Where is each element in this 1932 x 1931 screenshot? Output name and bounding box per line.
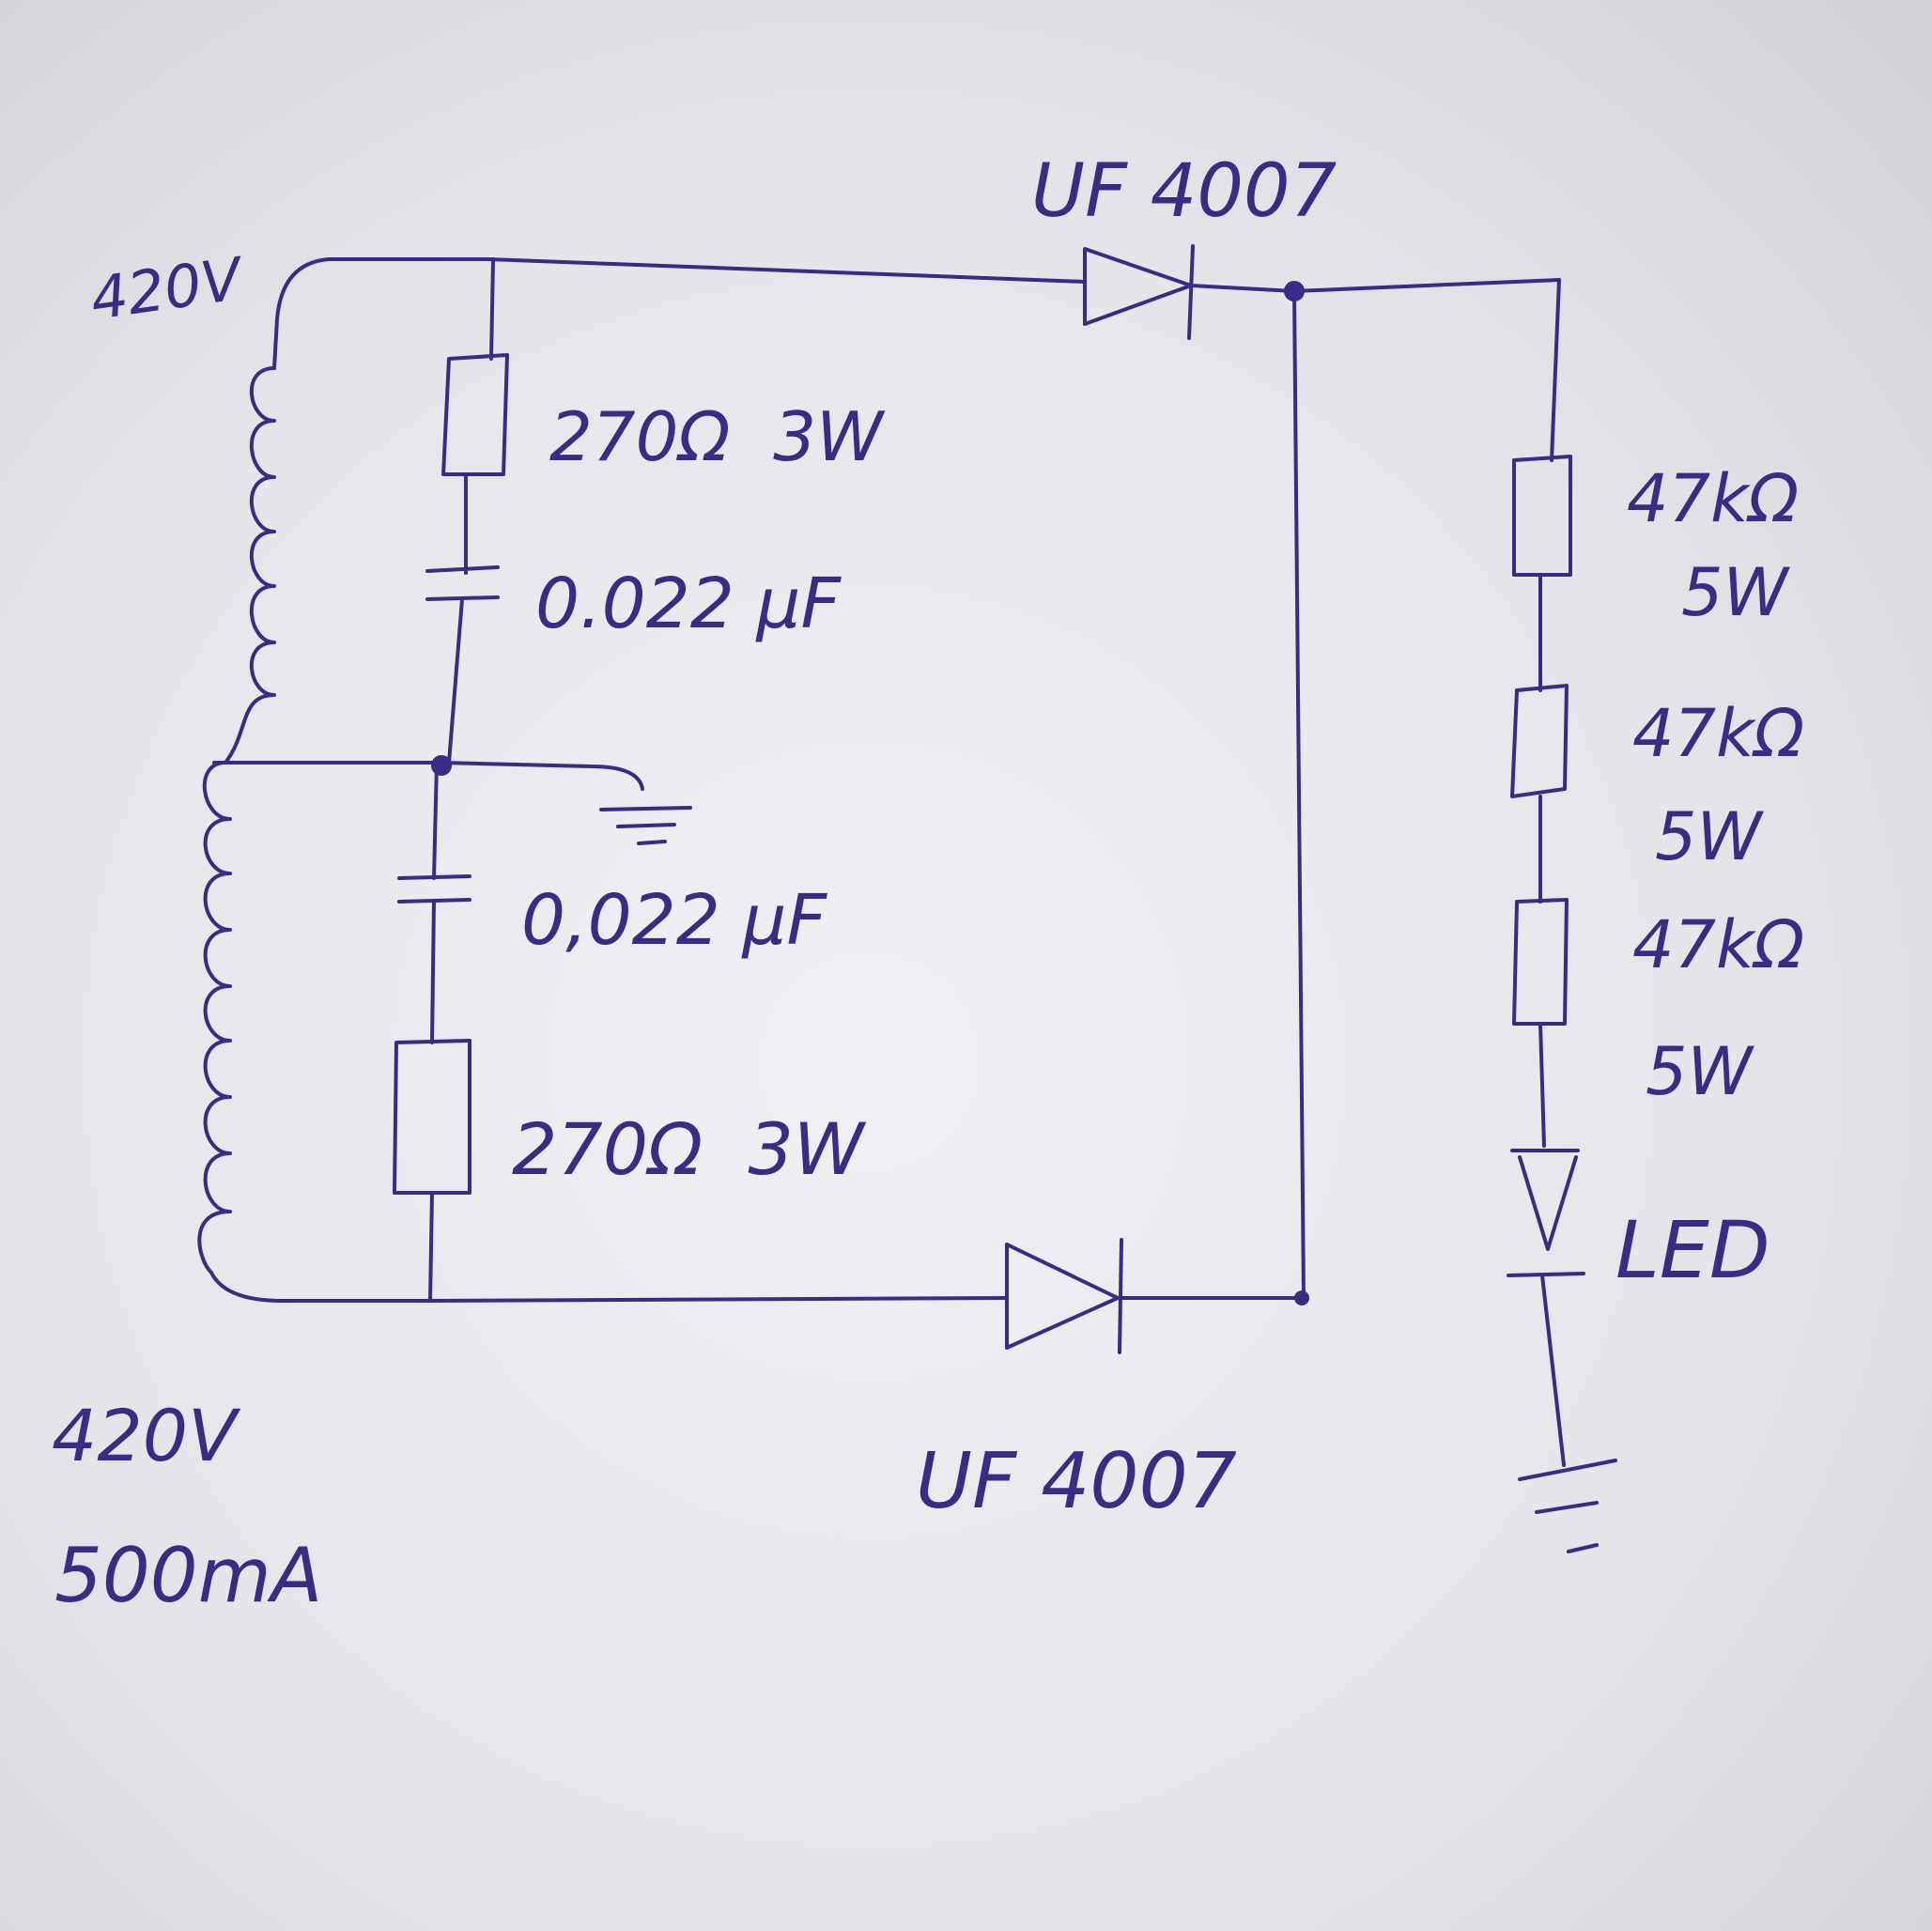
wire-load-top xyxy=(1550,278,1561,462)
label-top-voltage: 420V xyxy=(86,244,250,333)
label-diode-top: UF 4007 xyxy=(1031,149,1337,234)
wire-center-tap xyxy=(212,761,644,791)
ground-symbol-center xyxy=(599,806,692,845)
label-load-r3-value: 47kΩ xyxy=(1632,906,1804,983)
winding-bottom-lead xyxy=(209,1271,429,1303)
label-load-r2-value: 47kΩ xyxy=(1632,695,1804,772)
capacitor-lower xyxy=(397,874,471,904)
load-resistor-1 xyxy=(1512,455,1572,577)
junction-center-tap xyxy=(431,755,452,776)
junction-bottom-return xyxy=(1294,1290,1309,1305)
capacitor-upper xyxy=(425,565,500,601)
label-load-r2-power: 5W xyxy=(1655,798,1765,875)
wire-diode-to-output-node xyxy=(1189,284,1296,293)
load-resistor-2 xyxy=(1510,684,1569,798)
label-bottom-voltage: 420V xyxy=(52,1394,241,1477)
transformer-secondary-winding xyxy=(197,257,490,1303)
label-bottom-current: 500mA xyxy=(54,1532,322,1619)
resistor-lower-270 xyxy=(393,1039,471,1195)
wire-upper-branch-top xyxy=(489,257,495,361)
load-resistor-3 xyxy=(1512,898,1569,1026)
wire-cap-lower-to-resistor xyxy=(430,900,436,1044)
wire-center-to-cap-lower xyxy=(432,761,439,880)
diode-upper xyxy=(1083,244,1195,340)
label-load-r3-power: 5W xyxy=(1646,1033,1755,1110)
label-led: LED xyxy=(1615,1204,1770,1296)
wire-output-to-load-top xyxy=(1292,278,1561,293)
wire-resistor-lower-to-bottom xyxy=(428,1191,434,1303)
wire-bottom-to-diode xyxy=(425,1296,1009,1303)
label-load-r1-value: 47kΩ xyxy=(1627,460,1799,537)
junction-output xyxy=(1284,281,1305,301)
winding-coils-upper xyxy=(224,366,276,765)
winding-top-lead xyxy=(272,257,490,370)
wire-load-r3-led xyxy=(1538,1022,1546,1148)
wire-top-to-diode xyxy=(487,257,1087,284)
diode-lower xyxy=(1005,1238,1123,1354)
winding-coils-lower xyxy=(197,761,232,1274)
wire-led-to-ground xyxy=(1540,1274,1566,1467)
wire-cap-upper-to-center xyxy=(447,597,464,765)
label-load-r1-power: 5W xyxy=(1681,554,1791,631)
label-diode-bottom: UF 4007 xyxy=(916,1437,1237,1526)
resistor-upper-270 xyxy=(441,353,509,476)
label-capacitor-bottom: 0,022 μF xyxy=(521,880,827,961)
led-symbol xyxy=(1507,1149,1585,1277)
label-resistor-top: 270Ω 3W xyxy=(549,397,886,476)
ground-symbol-load xyxy=(1518,1459,1617,1553)
label-resistor-bottom: 270Ω 3W xyxy=(512,1107,867,1191)
wire-vertical-return xyxy=(1292,289,1306,1300)
label-capacitor-top: 0.022 μF xyxy=(535,564,842,644)
